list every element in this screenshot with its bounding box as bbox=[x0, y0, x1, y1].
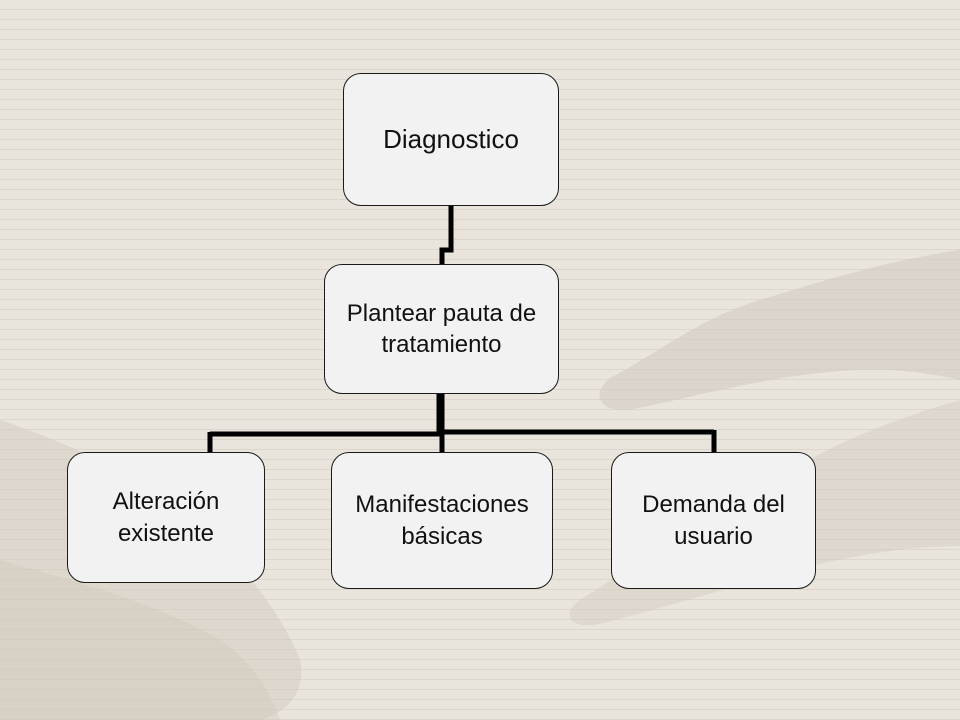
node-diagnostico-label: Diagnostico bbox=[383, 123, 519, 154]
node-plantear-pauta: Plantear pauta de tratamiento bbox=[324, 264, 559, 394]
connector-root-to-middle bbox=[439, 206, 454, 264]
node-demanda-usuario-label: Demanda del usuario bbox=[642, 491, 785, 550]
node-alteracion-existente-label: Alteración existente bbox=[112, 488, 220, 547]
node-manifestaciones-basicas-label: Manifestaciones básicas bbox=[355, 491, 529, 550]
node-alteracion-existente: Alteración existente bbox=[67, 452, 265, 583]
node-manifestaciones-basicas: Manifestaciones básicas bbox=[331, 452, 553, 589]
node-demanda-usuario: Demanda del usuario bbox=[611, 452, 816, 589]
node-diagnostico: Diagnostico bbox=[343, 73, 559, 206]
node-plantear-pauta-label: Plantear pauta de tratamiento bbox=[346, 299, 537, 358]
